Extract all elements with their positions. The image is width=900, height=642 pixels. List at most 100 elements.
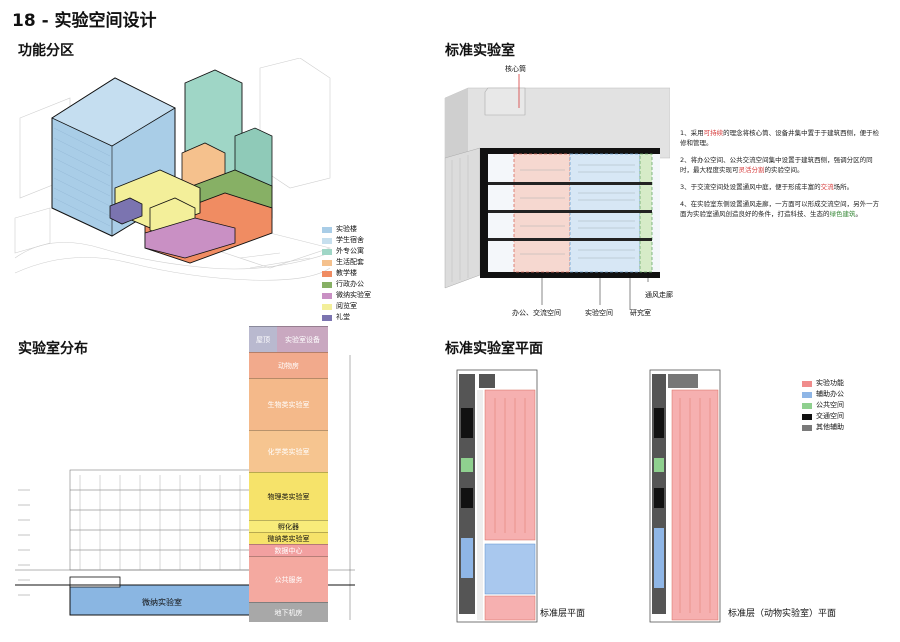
legend-swatch	[802, 402, 812, 409]
tower-floor: 生物类实验室	[249, 378, 328, 430]
legend-label: 实验功能	[816, 379, 844, 387]
legend-item: 微纳实验室	[322, 290, 371, 301]
floor-label: 物理类实验室	[267, 492, 310, 501]
legend-swatch	[322, 270, 332, 277]
legend-swatch	[802, 424, 812, 431]
callout-office: 办公、交流空间	[512, 309, 561, 317]
floor-label: 孵化器	[278, 522, 299, 531]
section-title-plan: 标准实验室平面	[445, 341, 543, 357]
standard-floor-plan-left	[456, 369, 538, 623]
legend-swatch	[322, 281, 332, 288]
legend-item: 学生宿舍	[322, 235, 371, 246]
floor-label: 生物类实验室	[267, 400, 310, 409]
tower-floor: 屋顶	[249, 326, 277, 352]
legend-swatch	[802, 380, 812, 387]
legend-item: 公共空间	[802, 400, 844, 411]
legend-label: 外专公寓	[336, 247, 364, 255]
section-tower: 屋顶 实验室设备 动物房 生物类实验室 化学类实验室 物理类实验室 孵化器 微纳…	[249, 326, 328, 622]
standard-lab-section-perspective	[444, 74, 670, 310]
note-text: 场所。	[833, 183, 854, 191]
note-text: 的理念将核心筒、设备井集中置于于建筑西侧，便于检修和管理。	[680, 129, 880, 147]
callout-lab-space: 实验空间	[585, 309, 613, 317]
callout-corridor: 通风走廊	[645, 291, 673, 299]
tower-floor: 孵化器	[249, 520, 328, 532]
legend-label: 其他辅助	[816, 423, 844, 431]
floor-label: 地下机房	[274, 608, 303, 617]
tower-floor: 化学类实验室	[249, 430, 328, 472]
section-title-standard-lab: 标准实验室	[445, 43, 515, 59]
tower-floor: 微纳类实验室	[249, 532, 328, 544]
legend-item: 实验功能	[802, 378, 844, 389]
note-text: 。	[855, 210, 863, 218]
note-text: 3、于交流空间处设置通风中庭，便于形成丰富的	[680, 183, 821, 191]
legend-label: 教学楼	[336, 269, 357, 277]
callout-research: 研究室	[630, 309, 651, 317]
note-highlight: 可持续	[703, 129, 724, 137]
zoning-axonometric-drawing	[14, 58, 332, 281]
legend-item: 辅助办公	[802, 389, 844, 400]
legend-item: 实验楼	[322, 224, 371, 235]
section-title-zoning: 功能分区	[18, 43, 74, 59]
note-3: 3、于交流空间处设置通风中庭，便于形成丰富的交流场所。	[680, 182, 880, 192]
legend-label: 实验楼	[336, 225, 357, 233]
legend-label: 公共空间	[816, 401, 844, 409]
plan-caption-animal: 标准层（动物实验室）平面	[728, 609, 837, 619]
note-text: 1、采用	[680, 129, 704, 137]
plan-caption-standard: 标准层平面	[540, 609, 586, 619]
note-text: 4、在实验室东侧设置通风走廊，一方面可以形成交流空间，另外一方面为实验室通风创造…	[680, 200, 880, 218]
tower-floor: 公共服务	[249, 556, 328, 602]
legend-swatch	[322, 226, 332, 233]
legend-item: 生活配套	[322, 257, 371, 268]
legend-swatch	[322, 314, 332, 321]
legend-label: 礼堂	[336, 313, 350, 321]
floor-label: 动物房	[278, 361, 299, 370]
note-highlight: 灵活分割	[738, 166, 765, 174]
floor-label: 公共服务	[274, 575, 303, 584]
note-highlight: 绿色建筑	[829, 210, 856, 218]
tower-floor: 地下机房	[249, 602, 328, 622]
micro-lab-label: 微纳实验室	[142, 598, 182, 607]
tower-floor: 动物房	[249, 352, 328, 378]
note-highlight: 交流	[820, 183, 834, 191]
design-notes: 1、采用可持续的理念将核心筒、设备井集中置于于建筑西侧，便于检修和管理。 2、将…	[680, 128, 880, 226]
legend-label: 行政办公	[336, 280, 364, 288]
callout-core: 核心筒	[505, 65, 526, 73]
plan-legend: 实验功能 辅助办公 公共空间 交通空间 其他辅助	[802, 378, 844, 433]
page-title: 18 - 实验空间设计	[12, 11, 157, 31]
legend-swatch	[322, 248, 332, 255]
legend-swatch	[322, 292, 332, 299]
tower-floor: 物理类实验室	[249, 472, 328, 520]
legend-item: 阅览室	[322, 301, 371, 312]
legend-label: 学生宿舍	[336, 236, 364, 244]
legend-item: 其他辅助	[802, 422, 844, 433]
floor-label: 化学类实验室	[267, 447, 310, 456]
tower-floor: 实验室设备	[277, 326, 328, 352]
note-4: 4、在实验室东侧设置通风走廊，一方面可以形成交流空间，另外一方面为实验室通风创造…	[680, 199, 880, 219]
floor-label: 实验室设备	[285, 335, 320, 344]
note-2: 2、将办公空间、公共交流空间集中设置于建筑西侧，强调分区的同时，最大程度实现可灵…	[680, 155, 880, 175]
legend-label: 生活配套	[336, 258, 364, 266]
section-title-distribution: 实验室分布	[18, 341, 88, 357]
legend-label: 微纳实验室	[336, 291, 371, 299]
legend-item: 礼堂	[322, 312, 371, 323]
floor-label: 屋顶	[256, 335, 270, 344]
note-1: 1、采用可持续的理念将核心筒、设备井集中置于于建筑西侧，便于检修和管理。	[680, 128, 880, 148]
floor-label: 微纳类实验室	[267, 534, 310, 543]
legend-swatch	[322, 237, 332, 244]
legend-swatch	[802, 391, 812, 398]
tower-floor: 数据中心	[249, 544, 328, 556]
legend-item: 外专公寓	[322, 246, 371, 257]
legend-swatch	[322, 303, 332, 310]
legend-label: 阅览室	[336, 302, 357, 310]
legend-swatch	[322, 259, 332, 266]
legend-swatch	[802, 413, 812, 420]
legend-item: 行政办公	[322, 279, 371, 290]
legend-item: 教学楼	[322, 268, 371, 279]
zoning-legend: 实验楼 学生宿舍 外专公寓 生活配套 教学楼 行政办公 微纳实验室 阅览室 礼堂	[322, 224, 371, 323]
legend-label: 交通空间	[816, 412, 844, 420]
note-text: 的实验空间。	[764, 166, 804, 174]
animal-lab-floor-plan	[649, 369, 721, 623]
note-text: 2、将办公空间、公共交流空间集中设置于建筑西侧，强调分区的同时，最大程度实现可	[680, 156, 873, 174]
floor-label: 数据中心	[274, 546, 303, 555]
legend-label: 辅助办公	[816, 390, 844, 398]
